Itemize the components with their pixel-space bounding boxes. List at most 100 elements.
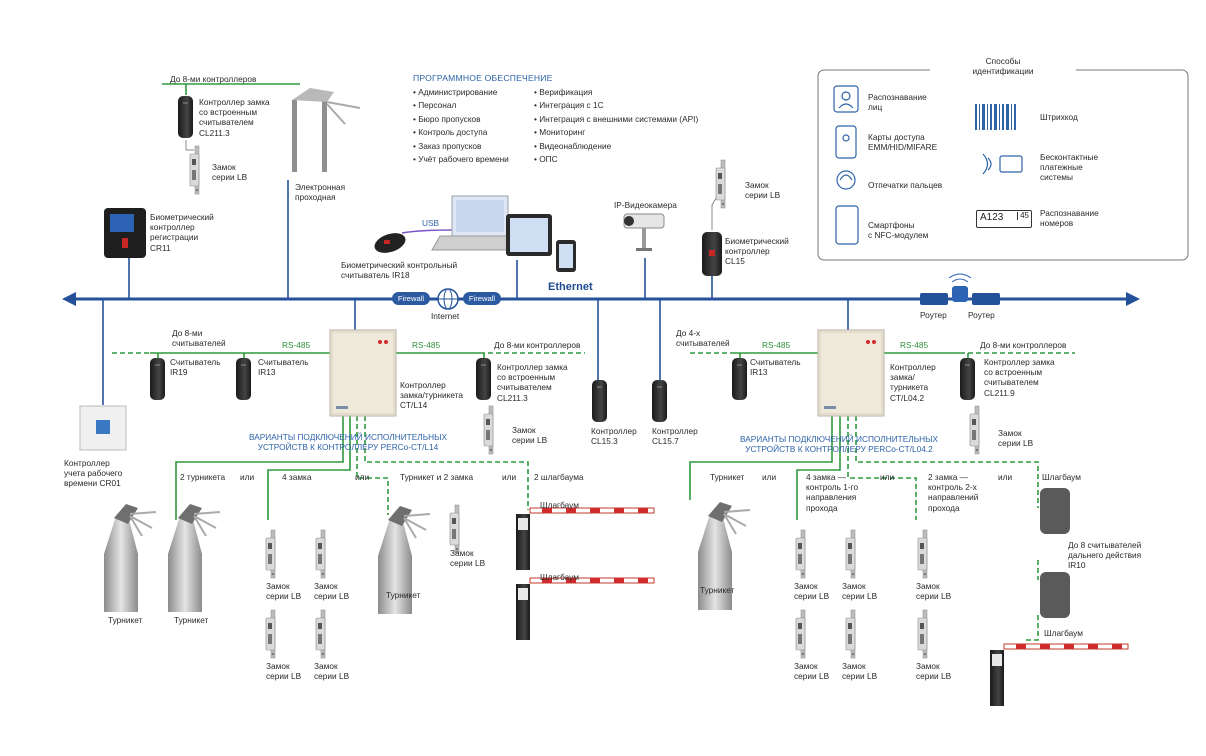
ir19-device	[150, 358, 165, 400]
variants-left: ВАРИАНТЫ ПОДКЛЮЧЕНИЙ ИСПОЛНИТЕЛЬНЫХ УСТР…	[248, 432, 448, 453]
cl15-label: Биометрический контроллер CL15	[725, 236, 789, 267]
rs485-left-2: RS-485	[412, 340, 441, 350]
software-item: • Интеграция с 1С	[534, 100, 604, 111]
cl211-left-label: Контроллер замка со встроенным считывате…	[497, 362, 568, 403]
barrier-1-label: Шлагбаум	[540, 500, 579, 510]
ir19-label: Считыватель IR19	[170, 357, 221, 378]
cl15-device	[702, 232, 722, 276]
or-left-3: или	[502, 472, 517, 482]
lock-v5-label: Замок серии LB	[450, 548, 486, 569]
cl153-device	[592, 380, 607, 422]
plate-number: A123	[980, 212, 1004, 223]
id-barcode: Штрихкод	[1040, 112, 1078, 122]
software-item: • Видеонаблюдение	[534, 140, 612, 151]
lock-v1-label: Замок серии LB	[266, 581, 302, 602]
opt-4locks: 4 замка	[282, 472, 312, 482]
lock-right-label: Замок серии LB	[998, 428, 1034, 449]
or-left-1: или	[240, 472, 255, 482]
lock-left-device	[483, 405, 494, 455]
lock-v4	[315, 609, 326, 659]
lock-v4-label: Замок серии LB	[314, 661, 350, 682]
usb-cable	[401, 229, 453, 234]
opt-turn2locks: Турникет и 2 замка	[400, 472, 474, 482]
license-plate-icon: A123 45	[976, 210, 1032, 228]
cl211-left-device	[476, 358, 491, 400]
ir18-label: Биометрический контрольный считыватель I…	[341, 260, 458, 281]
cr01-device	[79, 405, 127, 451]
ir13-left-label: Считыватель IR13	[258, 357, 309, 378]
ctl14-device	[329, 329, 397, 417]
bus-arrow-right	[1126, 292, 1140, 306]
barrier-2-label: Шлагбаум	[540, 572, 579, 582]
rs485-right-1: RS-485	[762, 340, 791, 350]
id-icons	[833, 85, 1023, 245]
opt-2locks-right: 2 замка — контроль 2-х направлений прохо…	[928, 472, 979, 513]
gate-label: Электронная проходная	[295, 182, 346, 203]
turnstile-1	[103, 503, 157, 613]
firewall-badge-2: Firewall	[463, 292, 501, 305]
lock-r1-label: Замок серии LB	[794, 581, 830, 602]
ir13-left-device	[236, 358, 251, 400]
lock-r6	[917, 609, 928, 659]
ir10-devices	[1040, 488, 1070, 618]
software-item: • Верификация	[534, 87, 593, 97]
cl153-label: Контроллер CL15.3	[591, 426, 637, 447]
lock-v3	[265, 609, 276, 659]
turnstile-2-label: Турникет	[174, 615, 209, 625]
internet-globe	[437, 288, 459, 310]
opt-2barr: 2 шлагбаума	[534, 472, 584, 482]
workstation-devices	[431, 195, 576, 272]
software-item: • Учёт рабочего времени	[413, 154, 509, 165]
or-left-2: или	[355, 472, 370, 482]
software-item: • Контроль доступа	[413, 127, 488, 138]
id-plates: Распознавание номеров	[1040, 208, 1099, 229]
lock-v2-label: Замок серии LB	[314, 581, 350, 602]
lock-r4	[845, 609, 856, 659]
cr11-label: Биометрический контроллер регистрации CR…	[150, 212, 214, 253]
up-to-8-ctrl-left: До 8-ми контроллеров	[494, 340, 581, 350]
wifi-label: WiFi	[953, 292, 964, 298]
opt-2turn: 2 турникета	[180, 472, 226, 482]
up-to-8-readers: До 8-ми считывателей	[172, 328, 226, 349]
router-label-2: Роутер	[968, 310, 995, 320]
usb-label: USB	[422, 218, 440, 228]
turnstile-3-label: Турникет	[386, 590, 421, 600]
software-item: • Персонал	[413, 100, 457, 111]
lock-r4-label: Замок серии LB	[842, 661, 878, 682]
software-title: ПРОГРАММНОЕ ОБЕСПЕЧЕНИЕ	[413, 73, 553, 83]
cl211-top-label: Контроллер замка со встроенным считывате…	[199, 97, 270, 138]
ipcamera-device	[623, 213, 665, 251]
ctl042-device	[817, 329, 885, 417]
barcode-icon	[975, 104, 1016, 130]
lock-v1	[265, 529, 276, 579]
opt-4locks-right: 4 замка — контроль 1-го направления прох…	[806, 472, 859, 513]
software-item: • Администрирование	[413, 87, 498, 97]
software-list-1: • Администрирование • Персонал • Бюро проп…	[413, 86, 509, 166]
lock-top-label: Замок серии LB	[212, 162, 248, 183]
turnstile-1-label: Турникет	[108, 615, 143, 625]
lock-r5	[917, 529, 928, 579]
software-item: • Бюро пропусков	[413, 113, 481, 124]
lock-left-label: Замок серии LB	[512, 425, 548, 446]
cl211-top-device	[178, 96, 193, 138]
plate-region: 45	[1017, 212, 1029, 220]
lock-top-device	[189, 145, 200, 195]
gate-device	[292, 88, 361, 172]
lock-r2	[845, 529, 856, 579]
rs485-left-1: RS-485	[282, 340, 311, 350]
lock-cam-device	[715, 159, 726, 209]
software-list-2: • Верификация• Интеграция с 1С• Интеграц…	[534, 86, 698, 166]
lock-cam-label: Замок серии LB	[745, 180, 781, 201]
bus-arrow-left	[62, 292, 76, 306]
up-to-8-ctrl-right: До 8-ми контроллеров	[980, 340, 1067, 350]
variants-right: ВАРИАНТЫ ПОДКЛЮЧЕНИЙ ИСПОЛНИТЕЛЬНЫХ УСТР…	[739, 434, 939, 455]
internet-label: Internet	[431, 311, 460, 321]
ctl14-label: Контроллер замка/турникета CT/L14	[400, 380, 464, 411]
lock-r3	[795, 609, 806, 659]
barrier-right-label: Шлагбаум	[1044, 628, 1083, 638]
ir13-right-device	[732, 358, 747, 400]
or-right-2: или	[880, 472, 895, 482]
firewall-badge-1: Firewall	[392, 292, 430, 305]
ir10-label: До 8 считывателей дальнего действия IR10	[1068, 540, 1142, 571]
